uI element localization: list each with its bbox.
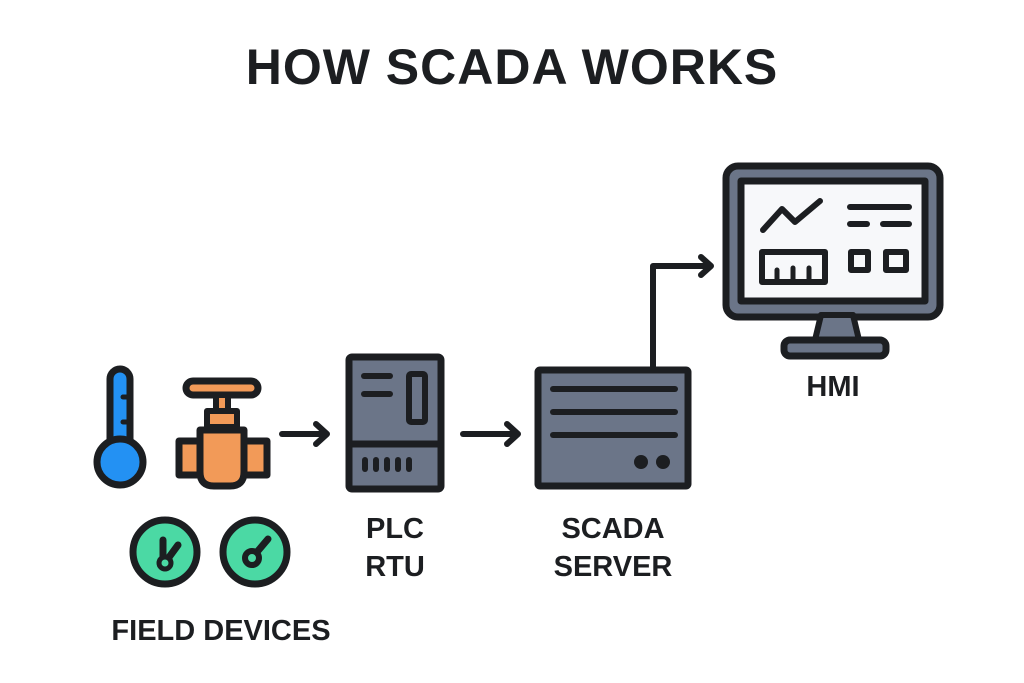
hmi-label: HMI [806, 371, 860, 403]
scada-server-icon [534, 366, 692, 490]
thermometer-icon [93, 365, 147, 489]
server-label: SERVER [553, 551, 673, 583]
valve-icon [175, 377, 271, 490]
diagram-title: HOW SCADA WORKS [245, 39, 779, 95]
arrow-field-to-plc [279, 421, 330, 447]
field-devices-label: FIELD DEVICES [111, 615, 331, 647]
plc-rtu-icon [345, 353, 445, 493]
arrow-plc-to-server [460, 421, 521, 447]
scada-server-label: SCADA SERVER [533, 510, 693, 586]
gauge-icon [129, 516, 201, 588]
hmi-monitor-icon [722, 162, 944, 360]
arrow-server-to-hmi [650, 254, 714, 371]
rtu-label: RTU [365, 551, 425, 583]
gauge-icon [219, 516, 291, 588]
scada-label: SCADA [561, 513, 665, 545]
plc-rtu-label: PLC RTU [330, 510, 460, 586]
plc-label: PLC [366, 513, 424, 545]
